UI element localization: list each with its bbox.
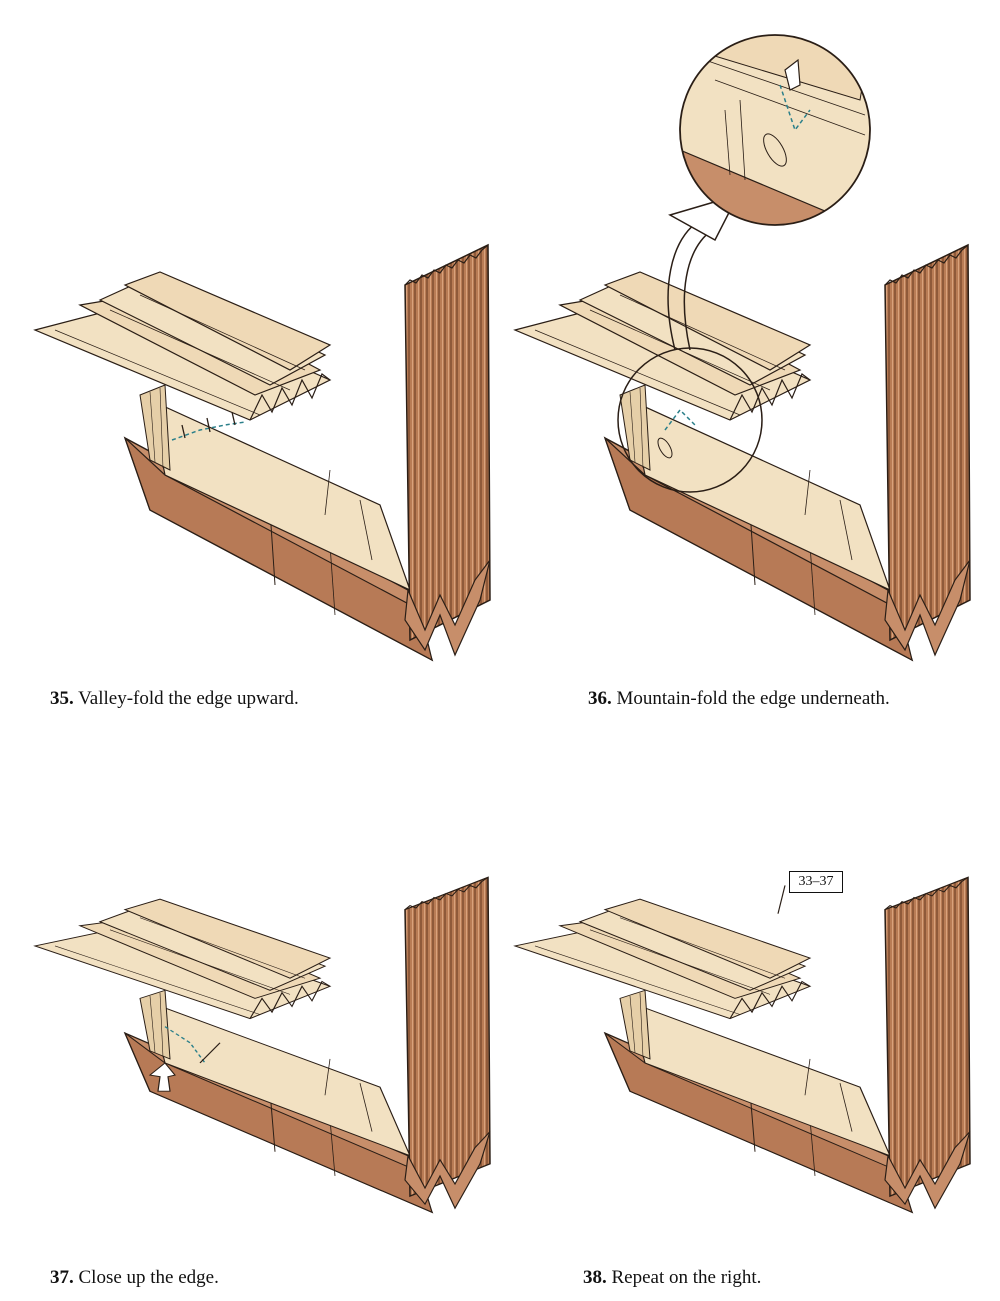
step-36-caption: 36. Mountain-fold the edge underneath. <box>588 688 890 710</box>
step-text: Repeat on the right. <box>611 1267 762 1288</box>
step-35-caption: 35. Valley-fold the edge upward. <box>50 688 299 710</box>
close-up-arrow-icon <box>148 1026 221 1092</box>
step-38-diagram <box>514 876 971 1213</box>
mountain-fold-arrow-icon <box>657 408 696 459</box>
step-number: 38. <box>583 1267 607 1288</box>
step-number: 37. <box>50 1267 74 1288</box>
step-36-diagram <box>514 34 971 661</box>
step-number: 35. <box>50 688 74 709</box>
step-38-panel <box>500 720 1000 1301</box>
step-37-panel <box>0 720 500 1301</box>
step-37-caption: 37. Close up the edge. <box>50 1267 219 1289</box>
step-36-panel <box>500 0 1000 720</box>
step-text: Valley-fold the edge upward. <box>78 688 299 709</box>
repeat-reference-label: 33–37 <box>789 871 843 893</box>
step-number: 36. <box>588 688 612 709</box>
step-37-diagram <box>34 876 491 1213</box>
step-38-caption: 38. Repeat on the right. <box>583 1267 761 1289</box>
valley-fold-arrow-icon <box>171 411 246 441</box>
step-35-panel <box>0 0 500 720</box>
step-text: Close up the edge. <box>78 1267 219 1288</box>
step-35-diagram <box>34 244 491 661</box>
step-text: Mountain-fold the edge underneath. <box>616 688 890 709</box>
